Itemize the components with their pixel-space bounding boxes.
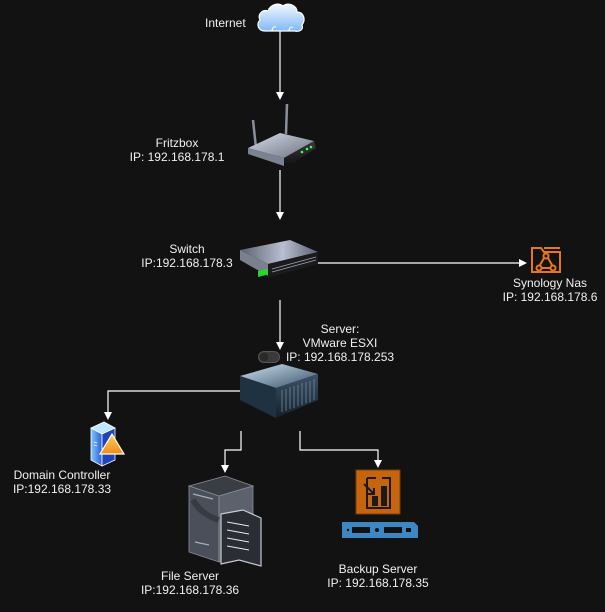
backup-server-icon — [342, 469, 418, 538]
domain-controller-icon — [90, 421, 126, 467]
internet-node[interactable] — [255, 2, 307, 39]
node-ip: IP: 192.168.178.1 — [129, 150, 225, 164]
file-server-icon — [187, 475, 262, 567]
edge-esxi-backup-server — [299, 431, 382, 468]
router-icon — [248, 103, 316, 168]
internet-label: Internet — [205, 16, 246, 30]
edge-esxi-domain-controller — [104, 390, 240, 420]
node-title: Backup Server — [338, 562, 418, 576]
file-server-label: File Server IP:192.168.178.36 — [135, 569, 245, 597]
edge-switch-esxi — [276, 300, 284, 350]
node-title: File Server — [160, 569, 219, 583]
node-ip: IP: 192.168.178.6 — [502, 290, 598, 304]
synology-nas-label: Synology Nas IP: 192.168.178.6 — [495, 276, 605, 304]
toggle-switch-icon — [258, 351, 280, 363]
node-ip: IP:192.168.178.3 — [141, 256, 233, 270]
node-title: Internet — [205, 16, 246, 30]
nas-folder-icon — [531, 247, 561, 273]
edge-fritzbox-switch — [276, 170, 284, 220]
domain-controller-node[interactable] — [88, 420, 128, 473]
node-title: Fritzbox — [155, 136, 199, 150]
backup-server-node[interactable] — [340, 468, 420, 549]
domain-controller-label: Domain Controller IP:192.168.178.33 — [2, 468, 122, 496]
node-title: Switch — [169, 242, 205, 256]
node-title: Domain Controller — [13, 468, 111, 482]
backup-server-label: Backup Server IP: 192.168.178.35 — [323, 562, 433, 590]
switch-node[interactable] — [238, 238, 320, 289]
node-ip: IP: 192.168.178.253 — [285, 350, 395, 364]
edge-internet-fritzbox — [276, 30, 284, 100]
node-title: Server: — [320, 322, 360, 336]
node-title: Synology Nas — [512, 276, 588, 290]
esxi-server-label: Server: VMware ESXI IP: 192.168.178.253 — [280, 322, 400, 364]
node-ip: IP:192.168.178.36 — [140, 583, 240, 597]
edge-esxi-file-server — [221, 431, 242, 473]
node-subtitle: VMware ESXI — [302, 336, 378, 350]
fritzbox-node[interactable] — [244, 103, 320, 175]
server-rack-icon — [240, 364, 318, 418]
network-switch-icon — [240, 240, 318, 278]
esxi-server-node[interactable] — [238, 362, 320, 427]
node-ip: IP:192.168.178.33 — [12, 482, 112, 496]
edge-switch-synology — [318, 259, 527, 267]
cloud-icon — [257, 3, 305, 32]
synology-nas-node[interactable] — [530, 244, 562, 279]
status-toggle[interactable] — [258, 350, 280, 368]
file-server-node[interactable] — [187, 474, 263, 575]
switch-label: Switch IP:192.168.178.3 — [137, 242, 237, 270]
fritzbox-label: Fritzbox IP: 192.168.178.1 — [127, 136, 227, 164]
node-ip: IP: 192.168.178.35 — [327, 576, 429, 590]
